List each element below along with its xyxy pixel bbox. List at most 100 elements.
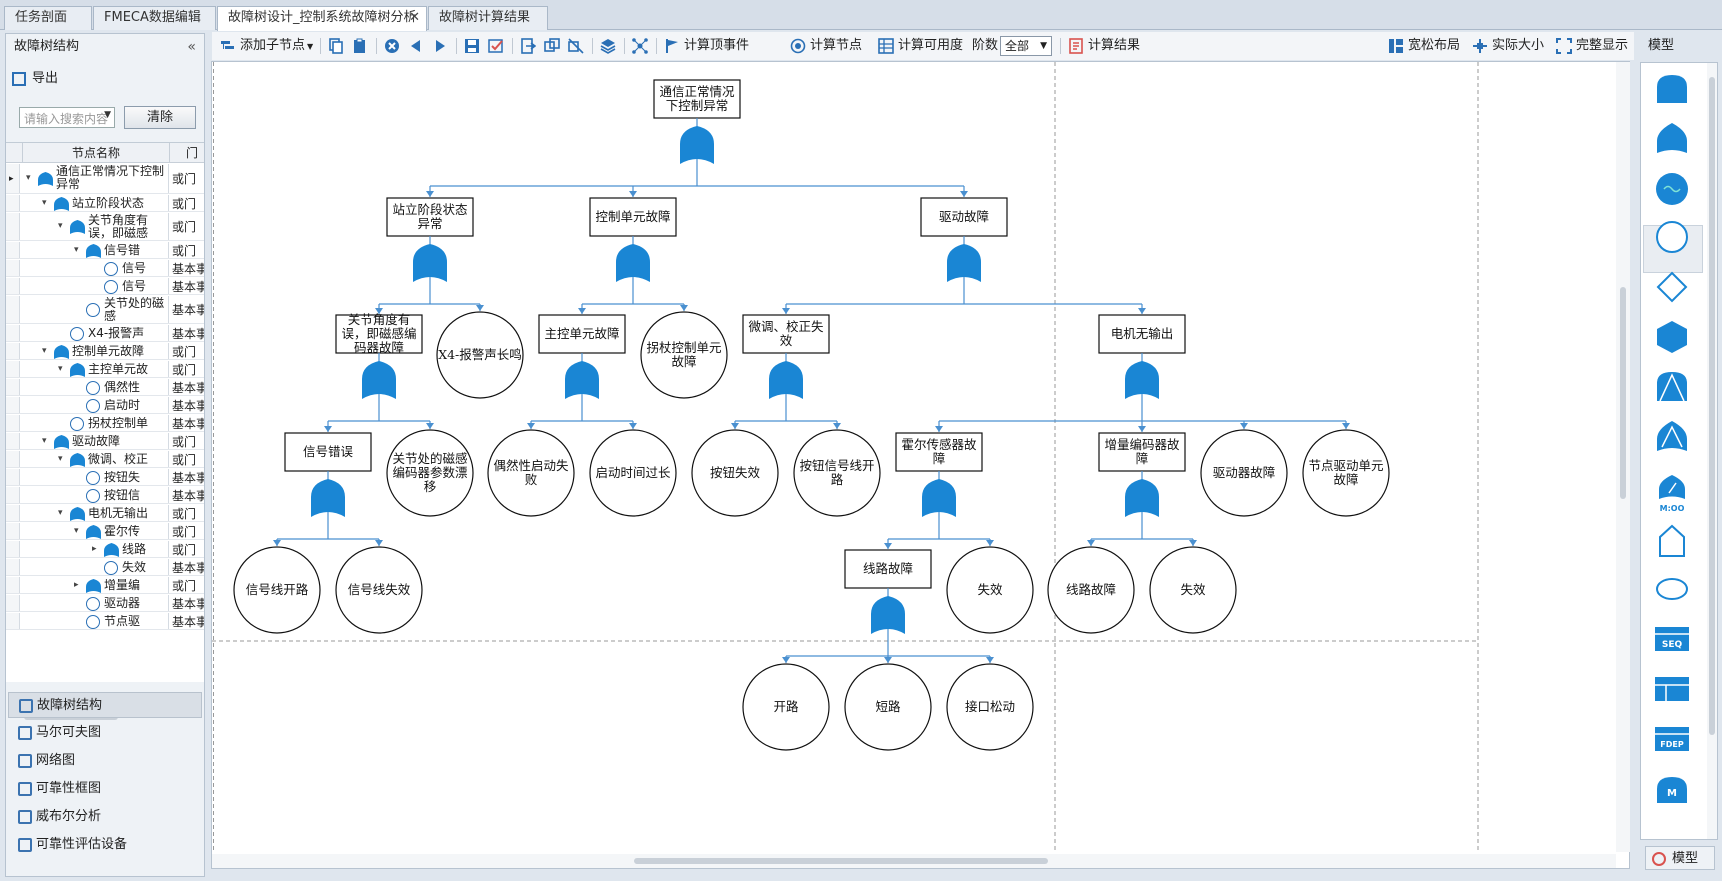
fault-tree-node[interactable]: 线路故障 — [1047, 546, 1135, 634]
row-selector[interactable] — [6, 296, 20, 323]
event-box[interactable] — [895, 432, 983, 472]
transfer-icon[interactable] — [1656, 173, 1688, 205]
event-box[interactable] — [653, 79, 741, 119]
shape[interactable] — [1656, 271, 1688, 303]
event-box[interactable] — [844, 549, 932, 589]
fault-tree-canvas[interactable]: 通信正常情况下控制异常站立阶段状态异常控制单元故障驱动故障关节角度有误，即磁感编… — [211, 61, 1630, 869]
row-selector[interactable] — [6, 361, 20, 377]
shape[interactable] — [1657, 777, 1687, 803]
loose-layout-button[interactable]: 宽松布局 — [1408, 38, 1461, 53]
table-row[interactable]: 节点驱基本事 — [6, 613, 204, 630]
row-selector[interactable] — [6, 415, 20, 431]
table-row[interactable]: 拐杖控制单基本事 — [6, 415, 204, 432]
or-gate-icon[interactable] — [922, 479, 956, 517]
collapse-panel-icon[interactable]: « — [187, 39, 196, 55]
table-row[interactable]: ▾站立阶段状态或门 — [6, 195, 204, 212]
table-row[interactable]: 按钮失基本事 — [6, 469, 204, 486]
fault-tree-node[interactable]: 失效 — [946, 546, 1034, 634]
calculate-node-button[interactable]: 计算节点 — [810, 38, 863, 53]
table-row[interactable]: 信号基本事 — [6, 260, 204, 277]
table-row[interactable]: ▾驱动故障或门 — [6, 433, 204, 450]
collapse-node-icon[interactable]: ▾ — [58, 221, 63, 231]
fault-tree-node[interactable]: 控制单元故障 — [589, 197, 677, 282]
voting-gate-icon[interactable]: M:OO — [1659, 475, 1685, 513]
shape[interactable] — [1657, 75, 1687, 103]
validate-icon[interactable] — [488, 38, 504, 54]
row-selector[interactable] — [6, 487, 20, 503]
seq-icon[interactable]: SEQ — [1655, 627, 1689, 651]
calculation-result-button[interactable]: 计算结果 — [1088, 38, 1141, 53]
or-gate-icon[interactable] — [1657, 75, 1687, 103]
add-child-node-button[interactable]: 添加子节点▼ — [240, 32, 313, 60]
table-row[interactable]: 驱动器基本事 — [6, 595, 204, 612]
basic-event-circle[interactable] — [793, 429, 881, 517]
row-selector[interactable] — [6, 325, 20, 341]
basic-event-circle[interactable] — [487, 429, 575, 517]
row-selector[interactable] — [6, 343, 20, 359]
row-selector[interactable] — [6, 278, 20, 294]
network-layout-icon[interactable] — [632, 38, 648, 54]
row-selector[interactable] — [6, 613, 20, 629]
chevron-down-icon[interactable]: ▼ — [104, 110, 111, 120]
table-row[interactable]: 信号基本事 — [6, 278, 204, 295]
basic-event-circle[interactable] — [589, 429, 677, 517]
basic-event-circle[interactable] — [436, 311, 524, 399]
fault-tree-node[interactable]: 信号线开路 — [233, 546, 321, 634]
event-box[interactable] — [742, 314, 830, 354]
fault-tree-diagram[interactable]: 通信正常情况下控制异常站立阶段状态异常控制单元故障驱动故障关节角度有误，即磁感编… — [212, 62, 1616, 852]
basic-event-circle[interactable] — [742, 663, 830, 751]
row-selector[interactable] — [6, 242, 20, 258]
event-box[interactable] — [1098, 432, 1186, 472]
table-row[interactable]: 偶然性基本事 — [6, 379, 204, 396]
basic-event-circle[interactable] — [946, 663, 1034, 751]
or-gate-icon[interactable] — [871, 596, 905, 634]
pentagon-icon[interactable] — [1659, 524, 1685, 557]
table-row[interactable]: ▸▾通信正常情况下控制异常或门 — [6, 164, 204, 194]
fault-tree-node[interactable]: 接口松动 — [946, 663, 1034, 751]
or-gate-icon[interactable] — [947, 244, 981, 282]
or-gate-icon[interactable] — [311, 479, 345, 517]
nav-reliability-block-diagram[interactable]: 可靠性框图 — [8, 776, 202, 802]
basic-event-circle[interactable] — [640, 311, 728, 399]
search-input[interactable]: 请输入搜索内容▼ — [19, 107, 115, 128]
basic-event-circle[interactable] — [946, 546, 1034, 634]
inhibit-icon[interactable] — [1657, 421, 1687, 451]
fault-tree-node[interactable]: 开路 — [742, 663, 830, 751]
full-display-button[interactable]: 完整显示 — [1576, 38, 1629, 53]
expand-node-icon[interactable]: ▸ — [92, 543, 97, 554]
copy-icon[interactable] — [328, 38, 344, 54]
shape[interactable] — [1655, 677, 1689, 701]
conditional-icon[interactable] — [1656, 578, 1688, 600]
table-row[interactable]: ▾关节角度有误，即磁感或门 — [6, 213, 204, 241]
scrollbar-thumb[interactable] — [1620, 287, 1626, 499]
shape[interactable] — [1656, 578, 1688, 600]
fault-tree-node[interactable]: 驱动故障 — [920, 197, 1008, 282]
clear-button[interactable]: 清除 — [124, 106, 196, 129]
fault-tree-node[interactable]: X4-报警声长鸣 — [436, 311, 524, 399]
model-tab[interactable]: 模型 — [1645, 846, 1715, 870]
or-gate-icon[interactable] — [1125, 361, 1159, 399]
fault-tree-node[interactable]: 启动时间过长 — [589, 429, 677, 517]
column-header-node-name[interactable]: 节点名称 — [22, 143, 170, 163]
table-row[interactable]: 启动时基本事 — [6, 397, 204, 414]
basic-event-circle[interactable] — [233, 546, 321, 634]
export-button[interactable]: 导出 — [12, 68, 58, 90]
fault-tree-node[interactable]: 主控单元故障 — [538, 314, 626, 399]
fdep-icon[interactable]: FDEP — [1655, 727, 1689, 751]
table-row[interactable]: ▾微调、校正或门 — [6, 451, 204, 468]
row-selector[interactable] — [6, 397, 20, 413]
fault-tree-node[interactable]: 电机无输出 — [1098, 314, 1186, 399]
calculate-availability-button[interactable]: 计算可用度 — [898, 38, 964, 53]
or-gate-icon[interactable] — [1125, 479, 1159, 517]
nav-fault-tree-structure[interactable]: 故障树结构 — [8, 692, 202, 718]
or-gate-icon[interactable] — [362, 361, 396, 399]
ungroup-icon[interactable] — [568, 38, 584, 54]
table-row[interactable]: 关节处的磁感基本事 — [6, 296, 204, 324]
